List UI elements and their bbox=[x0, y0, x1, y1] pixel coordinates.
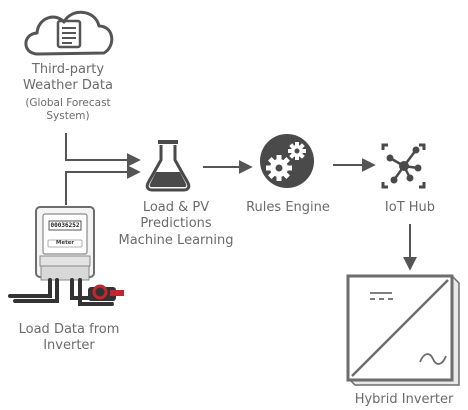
gears-icon bbox=[260, 134, 314, 188]
ml-line-3: Machine Learning bbox=[118, 232, 234, 248]
hybrid-inverter-icon bbox=[346, 274, 460, 386]
ml-line-2: Predictions bbox=[140, 216, 212, 232]
electricity-meter-icon bbox=[8, 206, 124, 306]
load-data-label: Load Data from Inverter bbox=[0, 322, 138, 355]
weather-line-1: Third-party bbox=[31, 62, 105, 77]
ml-label: Load & PV Predictions Machine Learning bbox=[108, 200, 244, 249]
rules-engine-label: Rules Engine bbox=[246, 200, 330, 215]
weather-data-label: Third-party Weather Data bbox=[0, 62, 136, 95]
meter-brand: Meter bbox=[55, 240, 75, 246]
weather-line-2: Weather Data bbox=[23, 78, 113, 94]
meter-reading: 00036252 bbox=[50, 222, 80, 229]
weather-source-label: (Global Forecast System) bbox=[0, 97, 136, 122]
current-clamp-icon bbox=[88, 284, 124, 301]
weather-to-ml-arrow bbox=[65, 133, 141, 167]
meter-to-ml-arrow bbox=[65, 165, 141, 205]
weather-line-3: (Global Forecast bbox=[25, 97, 111, 109]
weather-line-4: System) bbox=[46, 109, 90, 122]
cloud-document-icon bbox=[24, 10, 114, 56]
iot-hub-label: IoT Hub bbox=[384, 200, 436, 215]
load-data-line-1: Load Data from bbox=[18, 322, 120, 337]
iot-hub-icon bbox=[381, 143, 426, 189]
hybrid-inverter-label: Hybrid Inverter bbox=[354, 392, 454, 407]
load-data-line-2: Inverter bbox=[43, 338, 95, 354]
flask-icon bbox=[145, 140, 191, 192]
ml-line-1: Load & PV bbox=[142, 200, 210, 215]
